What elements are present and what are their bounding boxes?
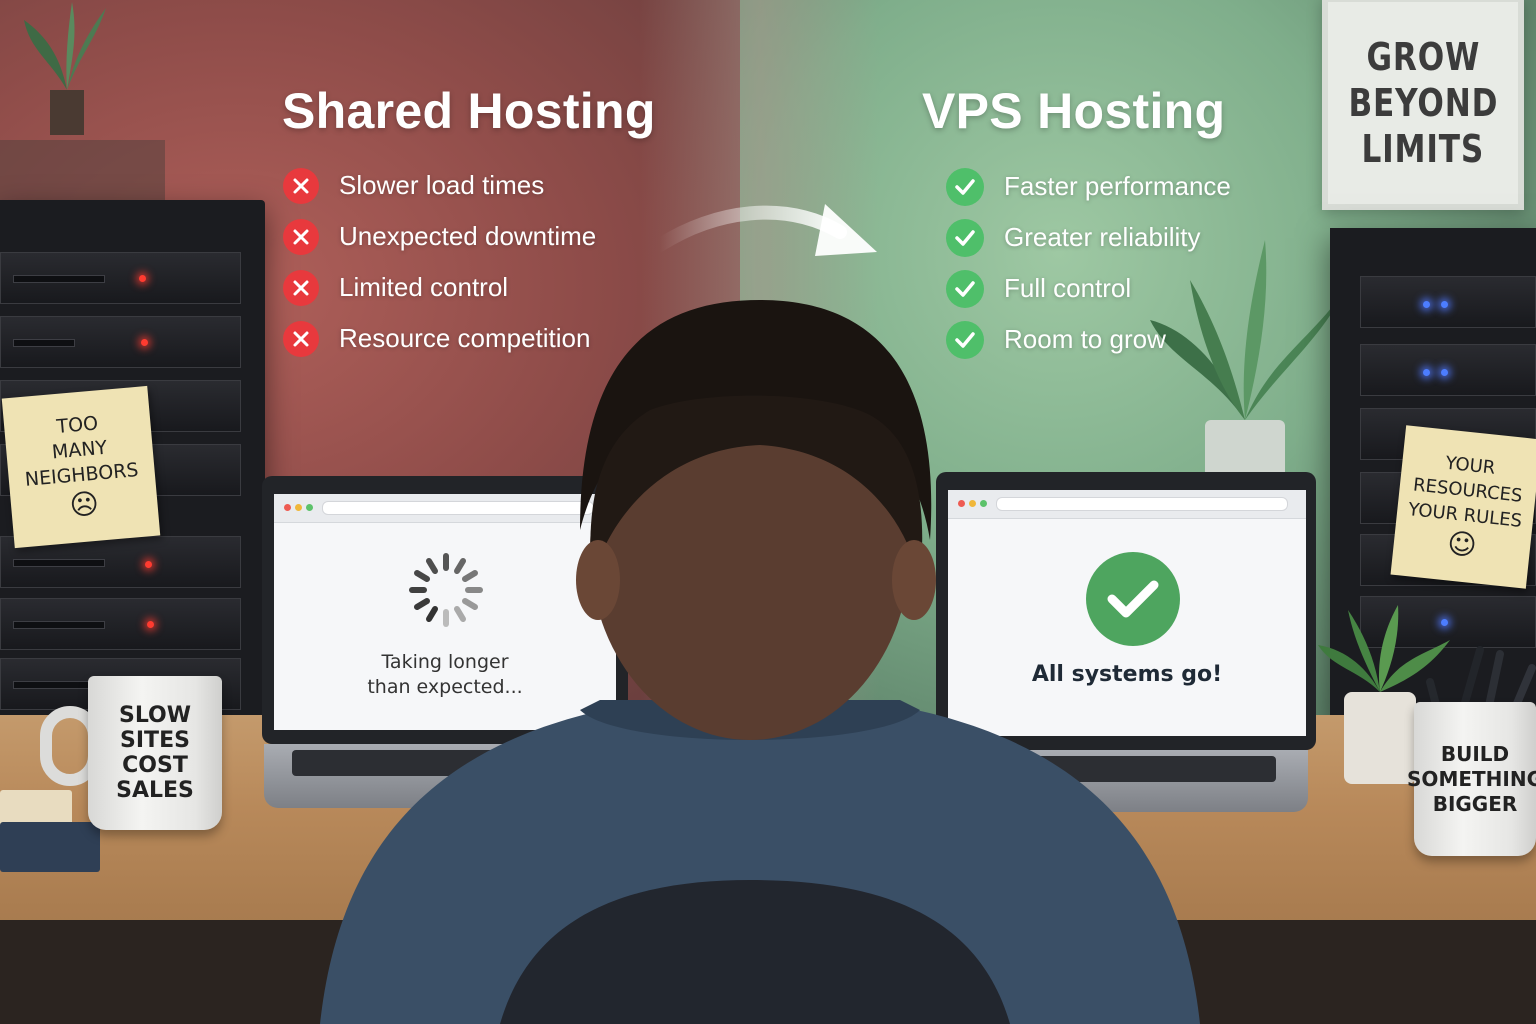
sad-face-icon: ☹ (68, 486, 101, 522)
server-unit (1360, 344, 1536, 396)
x-mark-icon (283, 167, 319, 204)
success-message: All systems go! (1031, 662, 1223, 687)
loading-spinner-icon (409, 553, 483, 627)
mug-line: SOMETHING (1407, 766, 1536, 791)
curved-arrow-icon (655, 204, 877, 256)
list-item-label: Faster performance (1004, 171, 1231, 201)
x-mark-icon (283, 320, 319, 357)
check-mark-icon (946, 320, 984, 359)
shared-hosting-list: Slower load times Unexpected downtime Li… (283, 160, 596, 364)
check-mark-icon (946, 269, 984, 308)
status-led-red (141, 339, 148, 346)
list-item: Limited control (283, 262, 596, 313)
list-item: Faster performance (946, 161, 1231, 212)
mug-line: SALES (116, 778, 194, 803)
mug-line: BUILD (1440, 741, 1510, 766)
laptop-screen-right: All systems go! (948, 490, 1306, 736)
server-unit (0, 252, 241, 304)
book (0, 822, 100, 872)
note-line: TOO (55, 411, 99, 438)
sticky-note-left: TOO MANY NEIGHBORS ☹ (1, 385, 161, 549)
server-unit (0, 316, 241, 368)
laptop-screen-left: Taking longer than expected... (274, 494, 616, 730)
success-check-icon (1086, 552, 1180, 646)
potted-plant-left (24, 2, 106, 135)
address-bar[interactable] (996, 497, 1288, 511)
list-item-label: Full control (1004, 273, 1132, 303)
status-led-red (145, 561, 152, 568)
vps-hosting-list: Faster performance Greater reliability F… (946, 161, 1231, 365)
server-unit (0, 598, 241, 650)
poster-line: LIMITS (1361, 127, 1485, 171)
motivational-poster: GROW BEYOND LIMITS (1322, 0, 1524, 210)
list-item: Full control (946, 263, 1231, 314)
wall-shelf (0, 140, 165, 200)
person-silhouette (320, 300, 1200, 1024)
poster-line: GROW (1366, 35, 1480, 79)
sticky-note-right: YOUR RESOURCES YOUR RULES ☺ (1390, 425, 1536, 589)
list-item: Greater reliability (946, 212, 1231, 263)
laptop-left: Taking longer than expected... (262, 476, 634, 810)
shared-hosting-title: Shared Hosting (282, 83, 656, 139)
mug-line: COST (122, 753, 188, 778)
status-led-red (139, 275, 146, 282)
server-unit (1360, 276, 1536, 328)
poster-line: BEYOND (1348, 81, 1498, 125)
list-item: Resource competition (283, 313, 596, 364)
list-item: Unexpected downtime (283, 211, 596, 262)
status-led-blue (1423, 369, 1430, 376)
browser-toolbar (274, 494, 616, 523)
smiley-face-icon: ☺ (1445, 525, 1479, 562)
mug-line: SITES (120, 728, 190, 753)
check-mark-icon (946, 167, 984, 206)
loading-message: Taking longer than expected... (274, 650, 616, 700)
status-led-blue (1441, 619, 1448, 626)
list-item-label: Resource competition (339, 323, 591, 353)
desk-plant (1318, 605, 1450, 784)
list-item-label: Unexpected downtime (339, 221, 597, 251)
browser-toolbar (948, 490, 1306, 519)
status-led-blue (1423, 301, 1430, 308)
pen-holder-mug: BUILD SOMETHING BIGGER (1407, 702, 1536, 856)
status-led-red (147, 621, 154, 628)
list-item-label: Slower load times (339, 170, 545, 200)
list-item-label: Greater reliability (1004, 222, 1201, 252)
check-mark-icon (946, 218, 984, 257)
coffee-mug-left: SLOW SITES COST SALES (88, 676, 222, 830)
vps-hosting-title: VPS Hosting (922, 83, 1226, 139)
loading-line: Taking longer (381, 651, 509, 673)
x-mark-icon (283, 218, 319, 255)
x-mark-icon (283, 269, 319, 306)
mug-line: SLOW (118, 703, 192, 728)
list-item-label: Limited control (339, 272, 509, 302)
list-item-label: Room to grow (1004, 324, 1166, 354)
list-item: Slower load times (283, 160, 596, 211)
mug-line: BIGGER (1432, 791, 1518, 816)
status-led-blue (1441, 369, 1448, 376)
status-led-blue (1441, 301, 1448, 308)
loading-line: than expected... (367, 676, 523, 698)
list-item: Room to grow (946, 314, 1231, 365)
potted-plant-right (1150, 240, 1345, 480)
